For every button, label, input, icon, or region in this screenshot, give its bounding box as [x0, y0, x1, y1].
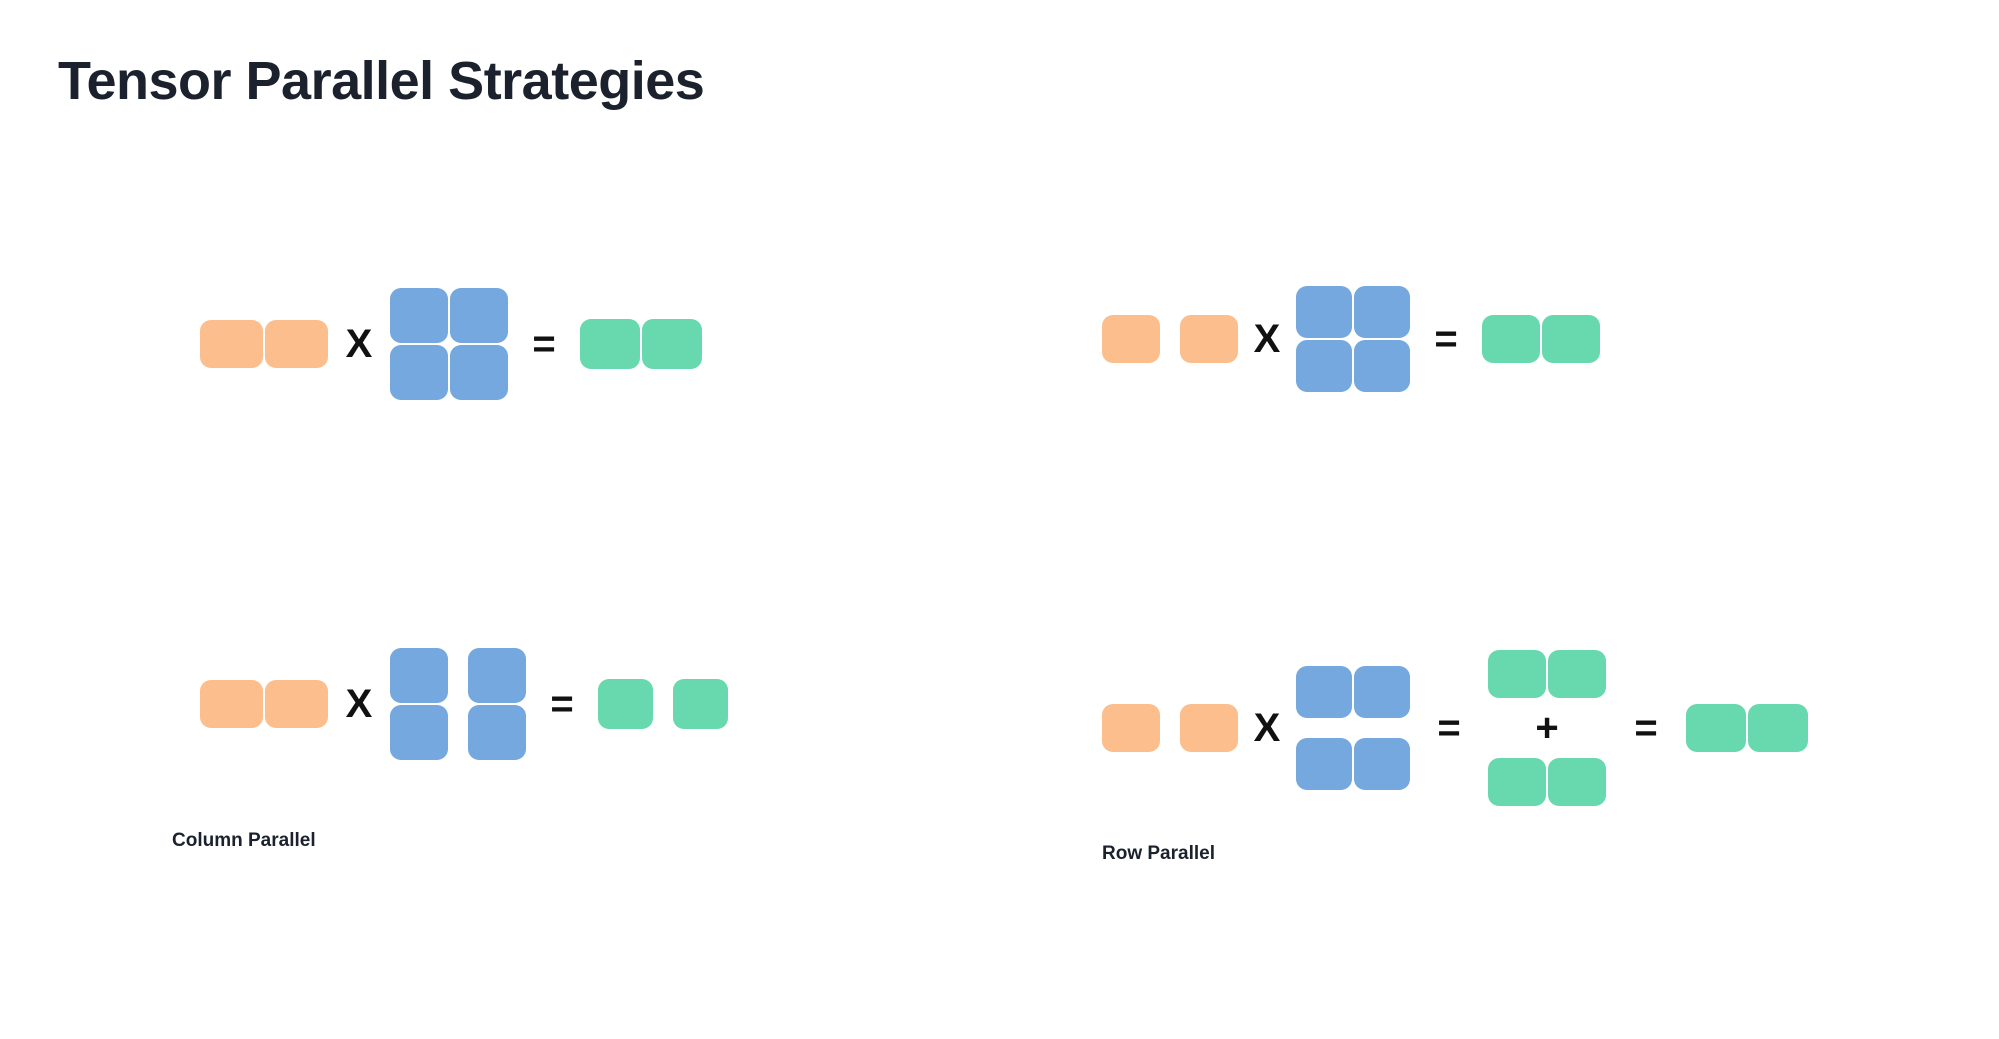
- matrix-cell: [1296, 666, 1352, 718]
- matrix-cell: [1548, 758, 1606, 806]
- weight-matrix-blue-column-sharded: [390, 648, 526, 760]
- operator-plus: +: [1535, 706, 1559, 750]
- matrix-cell: [1354, 738, 1410, 790]
- partial-output-bottom-green: [1488, 758, 1606, 806]
- matrix-cell: [200, 320, 263, 368]
- page-title: Tensor Parallel Strategies: [58, 51, 705, 111]
- matrix-cell: [1180, 315, 1238, 363]
- label-row-parallel: Row Parallel: [1102, 843, 1215, 864]
- matrix-cell: [1102, 315, 1160, 363]
- matrix-cell: [1102, 704, 1160, 752]
- matrix-cell: [1686, 704, 1746, 752]
- operator-equals: =: [1437, 706, 1461, 750]
- matrix-cell: [390, 705, 448, 760]
- input-matrix-orange: [200, 680, 328, 728]
- matrix-cell: [265, 680, 328, 728]
- equation-column-parallel-sharded: X =: [200, 648, 728, 760]
- matrix-cell: [1488, 758, 1546, 806]
- matrix-cell: [1354, 286, 1410, 338]
- matrix-cell: [598, 679, 653, 729]
- matrix-cell: [642, 319, 702, 369]
- output-matrix-green: [580, 319, 702, 369]
- matrix-cell: [1296, 738, 1352, 790]
- matrix-cell: [390, 345, 448, 400]
- output-matrix-green-column-sharded: [598, 679, 728, 729]
- operator-equals: =: [532, 322, 556, 366]
- weight-matrix-blue-row-sharded: [1296, 666, 1410, 790]
- operator-equals-final: =: [1634, 706, 1658, 750]
- equation-row-parallel-reference: X =: [1102, 286, 1600, 392]
- matrix-cell: [468, 705, 526, 760]
- partial-output-top-green: [1488, 650, 1606, 698]
- output-matrix-green-final: [1686, 704, 1808, 752]
- operator-multiply: X: [1253, 706, 1281, 750]
- matrix-cell: [265, 320, 328, 368]
- matrix-cell: [1542, 315, 1600, 363]
- matrix-cell: [1548, 650, 1606, 698]
- label-column-parallel: Column Parallel: [172, 830, 316, 851]
- matrix-cell: [580, 319, 640, 369]
- output-matrix-green: [1482, 315, 1600, 363]
- matrix-cell: [1748, 704, 1808, 752]
- input-matrix-orange: [1102, 315, 1238, 363]
- operator-multiply: X: [1253, 317, 1281, 361]
- matrix-cell: [673, 679, 728, 729]
- matrix-cell: [200, 680, 263, 728]
- operator-multiply: X: [345, 682, 373, 726]
- weight-matrix-blue: [390, 288, 508, 400]
- input-matrix-orange-sharded: [1102, 704, 1238, 752]
- equation-column-parallel-reference: X =: [200, 288, 702, 400]
- matrix-cell: [1354, 340, 1410, 392]
- matrix-cell: [450, 345, 508, 400]
- matrix-cell: [468, 648, 526, 703]
- matrix-cell: [1296, 286, 1352, 338]
- input-matrix-orange: [200, 320, 328, 368]
- operator-multiply: X: [345, 322, 373, 366]
- operator-equals: =: [1434, 317, 1458, 361]
- matrix-cell: [1180, 704, 1238, 752]
- equation-row-parallel-sharded: X = + =: [1102, 650, 1808, 806]
- matrix-cell: [1296, 340, 1352, 392]
- operator-equals: =: [550, 682, 574, 726]
- matrix-cell: [390, 648, 448, 703]
- matrix-cell: [1354, 666, 1410, 718]
- matrix-cell: [450, 288, 508, 343]
- matrix-cell: [390, 288, 448, 343]
- partial-sum-group: +: [1488, 650, 1606, 806]
- matrix-cell: [1488, 650, 1546, 698]
- weight-matrix-blue: [1296, 286, 1410, 392]
- matrix-cell: [1482, 315, 1540, 363]
